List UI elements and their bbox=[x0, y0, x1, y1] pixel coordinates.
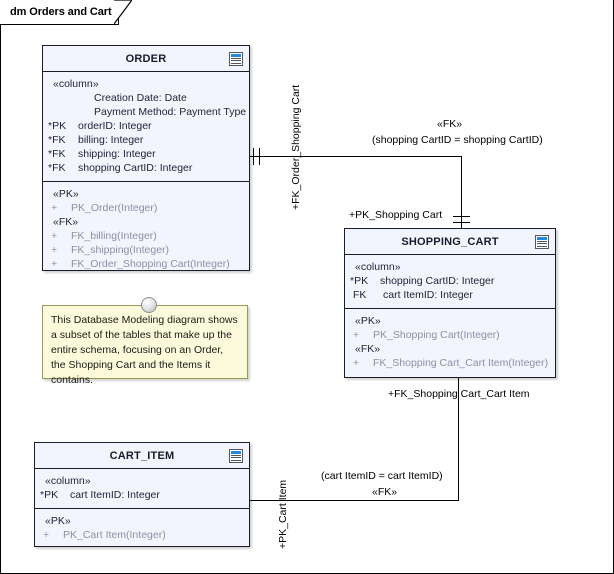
multiplicity-tick-cart-b bbox=[453, 222, 470, 224]
table-shopping-cart-columns-stereotype: «column» bbox=[355, 261, 401, 273]
attr-key: FK bbox=[353, 289, 367, 301]
op-visibility: + bbox=[51, 230, 58, 242]
table-cart-item[interactable]: CART_ITEM «column» *PK cart ItemID: Inte… bbox=[34, 442, 250, 547]
attr-key: *FK bbox=[48, 148, 66, 160]
op-name: FK_Order_Shopping Cart(Integer) bbox=[71, 258, 230, 270]
attr-name: orderID: Integer bbox=[78, 120, 152, 132]
table-row[interactable]: *FK billing: Integer bbox=[47, 133, 245, 147]
list-item[interactable]: + PK_Cart Item(Integer) bbox=[39, 528, 245, 542]
table-row[interactable]: FK cart ItemID: Integer bbox=[349, 288, 551, 302]
table-order-pk-stereotype: «PK» bbox=[53, 188, 79, 200]
op-name: FK_Shopping Cart_Cart Item(Integer) bbox=[373, 357, 549, 369]
table-cart-item-title: CART_ITEM bbox=[109, 449, 175, 462]
table-order[interactable]: ORDER «column» Creation Date: Date Payme… bbox=[42, 45, 250, 271]
attr-name: shopping CartID: Integer bbox=[380, 275, 495, 287]
note-database-modeling[interactable]: This Database Modeling diagram shows a s… bbox=[42, 305, 248, 386]
list-item[interactable]: + FK_Shopping Cart_Cart Item(Integer) bbox=[349, 356, 551, 370]
table-row[interactable]: *PK shopping CartID: Integer bbox=[349, 274, 551, 288]
op-visibility: + bbox=[51, 258, 58, 270]
attr-name: Creation Date: Date bbox=[94, 92, 187, 104]
note-anchor-handle[interactable] bbox=[141, 297, 157, 313]
table-icon bbox=[229, 448, 243, 463]
table-order-header: ORDER bbox=[43, 46, 249, 72]
table-order-fk-stereotype: «FK» bbox=[53, 216, 79, 228]
op-visibility: + bbox=[51, 244, 58, 256]
table-order-columns-section: «column» Creation Date: Date Payment Met… bbox=[43, 72, 249, 181]
op-name: PK_Order(Integer) bbox=[71, 202, 158, 214]
connector-order-cart-horizontal bbox=[250, 156, 462, 157]
op-visibility: + bbox=[353, 329, 360, 341]
table-order-columns-stereotype: «column» bbox=[53, 78, 99, 90]
table-shopping-cart-title: SHOPPING_CART bbox=[401, 235, 499, 248]
attr-name: Payment Method: Payment Type bbox=[94, 106, 247, 118]
table-row[interactable]: *FK shipping: Integer bbox=[47, 147, 245, 161]
attr-key: *FK bbox=[48, 134, 66, 146]
connector-cart-item-source-role-label: +FK_Shopping Cart_Cart Item bbox=[388, 388, 530, 400]
op-visibility: + bbox=[51, 202, 58, 214]
connector-order-cart-source-role: +FK_Order_Shopping Cart bbox=[290, 84, 302, 210]
op-name: PK_Shopping Cart(Integer) bbox=[373, 329, 500, 341]
connector-order-cart-target-role: +PK_Shopping Cart bbox=[349, 209, 443, 221]
attr-key: *FK bbox=[48, 162, 66, 174]
op-visibility: + bbox=[353, 357, 360, 369]
multiplicity-tick-cart-a bbox=[453, 216, 470, 218]
attr-key: *PK bbox=[40, 489, 59, 501]
connector-order-cart-vertical bbox=[461, 156, 462, 229]
table-shopping-cart-header: SHOPPING_CART bbox=[345, 229, 555, 255]
connector-cart-item-condition: (cart ItemID = cart ItemID) bbox=[321, 470, 443, 482]
attr-name: cart ItemID: Integer bbox=[70, 489, 160, 501]
op-visibility: + bbox=[43, 529, 50, 541]
op-name: PK_Cart Item(Integer) bbox=[63, 529, 166, 541]
multiplicity-tick-order-a bbox=[253, 148, 255, 165]
connector-cart-item-vertical bbox=[458, 378, 459, 501]
table-order-operations-section: «PK» + PK_Order(Integer) «FK» + FK_billi… bbox=[43, 181, 249, 277]
op-name: FK_billing(Integer) bbox=[71, 230, 157, 242]
multiplicity-tick-order-b bbox=[259, 148, 261, 165]
table-row[interactable]: *PK cart ItemID: Integer bbox=[39, 488, 245, 502]
list-item[interactable]: + FK_shipping(Integer) bbox=[47, 243, 245, 257]
attr-key bbox=[47, 91, 78, 105]
table-row[interactable]: Creation Date: Date bbox=[47, 91, 245, 105]
table-shopping-cart-columns-section: «column» *PK shopping CartID: Integer FK… bbox=[345, 255, 555, 308]
attr-key: *PK bbox=[48, 120, 67, 132]
connector-order-cart-condition: (shopping CartID = shopping CartID) bbox=[372, 134, 543, 146]
diagram-tab[interactable]: dm Orders and Cart bbox=[0, 0, 119, 25]
list-item[interactable]: + PK_Shopping Cart(Integer) bbox=[349, 328, 551, 342]
diagram-frame-left-edge bbox=[0, 0, 1, 573]
table-order-title: ORDER bbox=[125, 52, 167, 65]
table-cart-item-columns-stereotype: «column» bbox=[45, 475, 91, 487]
attr-key bbox=[47, 105, 78, 119]
attr-name: shipping: Integer bbox=[78, 148, 156, 160]
connector-cart-item-horizontal bbox=[250, 500, 459, 501]
diagram-tab-slant-icon bbox=[114, 0, 132, 24]
attr-name: billing: Integer bbox=[78, 134, 144, 146]
table-shopping-cart[interactable]: SHOPPING_CART «column» *PK shopping Cart… bbox=[344, 228, 556, 378]
table-shopping-cart-operations-section: «PK» + PK_Shopping Cart(Integer) «FK» + … bbox=[345, 308, 555, 376]
connector-cart-item-stereotype: «FK» bbox=[372, 486, 398, 498]
table-icon bbox=[535, 234, 549, 249]
table-cart-item-operations-section: «PK» + PK_Cart Item(Integer) bbox=[35, 508, 249, 548]
table-row[interactable]: Payment Method: Payment Type bbox=[47, 105, 247, 119]
table-cart-item-pk-stereotype: «PK» bbox=[45, 515, 71, 527]
op-name: FK_shipping(Integer) bbox=[71, 244, 170, 256]
note-text: This Database Modeling diagram shows a s… bbox=[51, 314, 238, 386]
table-row[interactable]: *FK shopping CartID: Integer bbox=[47, 161, 245, 175]
connector-cart-item-target-role: +PK_Cart Item bbox=[277, 479, 289, 549]
list-item[interactable]: + PK_Order(Integer) bbox=[47, 201, 245, 215]
attr-name: shopping CartID: Integer bbox=[78, 162, 193, 174]
diagram-tab-label: dm Orders and Cart bbox=[10, 6, 112, 18]
table-shopping-cart-fk-stereotype: «FK» bbox=[355, 343, 381, 355]
table-icon bbox=[229, 51, 243, 66]
list-item[interactable]: + FK_Order_Shopping Cart(Integer) bbox=[47, 257, 245, 271]
table-cart-item-columns-section: «column» *PK cart ItemID: Integer bbox=[35, 469, 249, 508]
attr-name: cart ItemID: Integer bbox=[383, 289, 473, 301]
attr-key: *PK bbox=[350, 275, 369, 287]
table-row[interactable]: *PK orderID: Integer bbox=[47, 119, 245, 133]
table-shopping-cart-pk-stereotype: «PK» bbox=[355, 315, 381, 327]
list-item[interactable]: + FK_billing(Integer) bbox=[47, 229, 245, 243]
connector-order-cart-stereotype: «FK» bbox=[437, 118, 463, 130]
table-cart-item-header: CART_ITEM bbox=[35, 443, 249, 469]
